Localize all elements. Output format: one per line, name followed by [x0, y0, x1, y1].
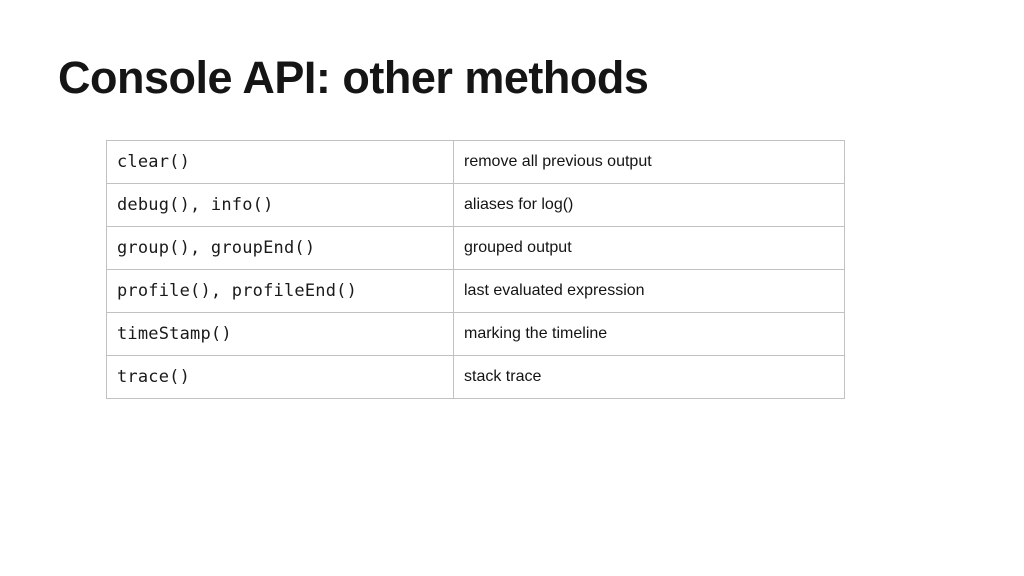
- table-row: group(), groupEnd() grouped output: [106, 226, 845, 270]
- method-description-cell: stack trace: [453, 355, 845, 399]
- table-row: trace() stack trace: [106, 355, 845, 399]
- table-row: clear() remove all previous output: [106, 140, 845, 184]
- console-methods-table: clear() remove all previous output debug…: [106, 140, 845, 399]
- table-row: profile(), profileEnd() last evaluated e…: [106, 269, 845, 313]
- method-description-cell: remove all previous output: [453, 140, 845, 184]
- slide-title: Console API: other methods: [58, 52, 649, 103]
- method-name-cell: group(), groupEnd(): [106, 226, 454, 270]
- method-description-cell: grouped output: [453, 226, 845, 270]
- table-row: debug(), info() aliases for log(): [106, 183, 845, 227]
- method-description-cell: marking the timeline: [453, 312, 845, 356]
- table-row: timeStamp() marking the timeline: [106, 312, 845, 356]
- method-name-cell: trace(): [106, 355, 454, 399]
- method-name-cell: profile(), profileEnd(): [106, 269, 454, 313]
- console-methods-table-body: clear() remove all previous output debug…: [106, 140, 845, 399]
- method-name-cell: clear(): [106, 140, 454, 184]
- method-description-cell: aliases for log(): [453, 183, 845, 227]
- method-description-cell: last evaluated expression: [453, 269, 845, 313]
- method-name-cell: debug(), info(): [106, 183, 454, 227]
- method-name-cell: timeStamp(): [106, 312, 454, 356]
